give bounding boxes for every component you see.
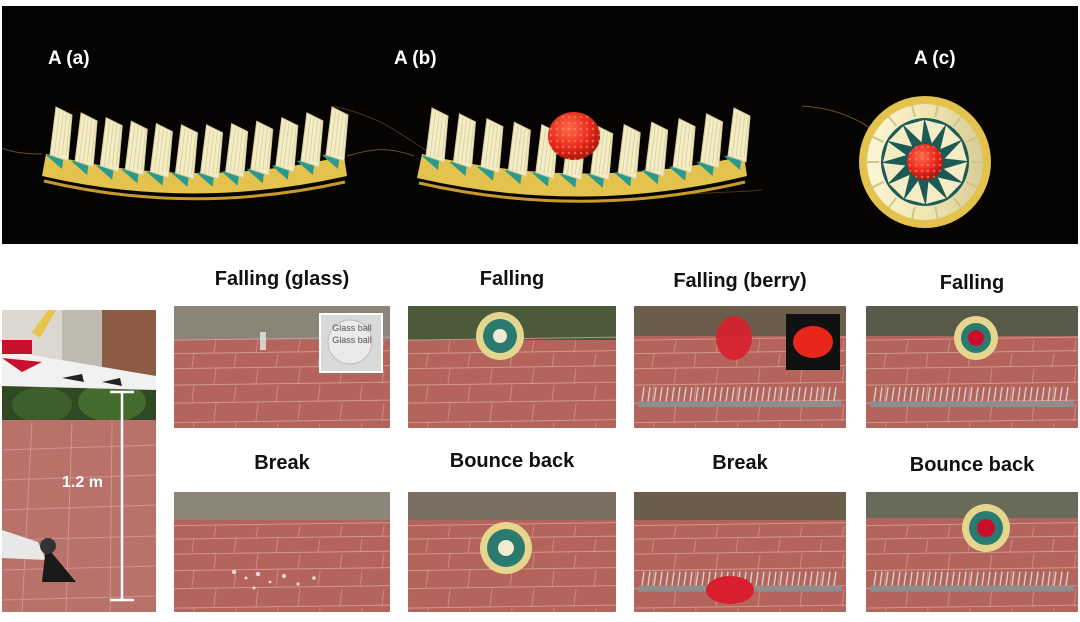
caption-wheel-bounce-2: Bounce back	[909, 454, 1035, 476]
photo-wheel-bounce-2	[866, 492, 1078, 612]
origami-rolled-wheel	[859, 96, 991, 228]
wheel-bounced	[962, 504, 1010, 552]
caption-glass-break: Break	[254, 452, 310, 474]
wheel-bounced	[480, 522, 532, 574]
drop-height-label: 1.2 m	[62, 474, 103, 491]
drop-setup-photo: 1.2 m	[2, 310, 156, 612]
panel-label-a: A (a)	[48, 48, 90, 69]
panel-label-c: A (c)	[914, 48, 956, 69]
wheel-airborne	[476, 312, 524, 360]
photo-glass-break	[174, 492, 390, 612]
photo-berry-falling	[634, 306, 846, 428]
caption-berry-falling: Falling (berry)	[673, 270, 807, 292]
photo-glass-falling: Glass ball Glass ball	[174, 306, 390, 428]
origami-photo	[2, 96, 991, 228]
photo-berry-break	[634, 492, 846, 612]
panel-label-b: A (b)	[394, 48, 437, 69]
origami-strip-flat	[42, 106, 349, 201]
wheel-airborne	[954, 316, 998, 360]
origami-photo-panel: A (a) A (b) A (c)	[2, 6, 1078, 244]
caption-wheel-falling-1: Falling	[479, 268, 545, 290]
caption-wheel-falling-2: Falling	[939, 272, 1005, 294]
caption-wheel-bounce-1: Bounce back	[449, 450, 575, 472]
caption-glass-falling: Falling (glass)	[214, 268, 350, 290]
glass-ball-inset-text-2: Glass ball	[332, 335, 372, 345]
photo-wheel-falling-2	[866, 306, 1078, 428]
glass-ball-inset-text-1: Glass ball	[332, 323, 372, 333]
origami-strip-with-berry	[417, 107, 751, 203]
raspberry	[548, 112, 600, 160]
caption-berry-break: Break	[712, 452, 768, 474]
photo-wheel-falling-1	[408, 306, 616, 428]
photo-wheel-bounce-1	[408, 492, 616, 612]
